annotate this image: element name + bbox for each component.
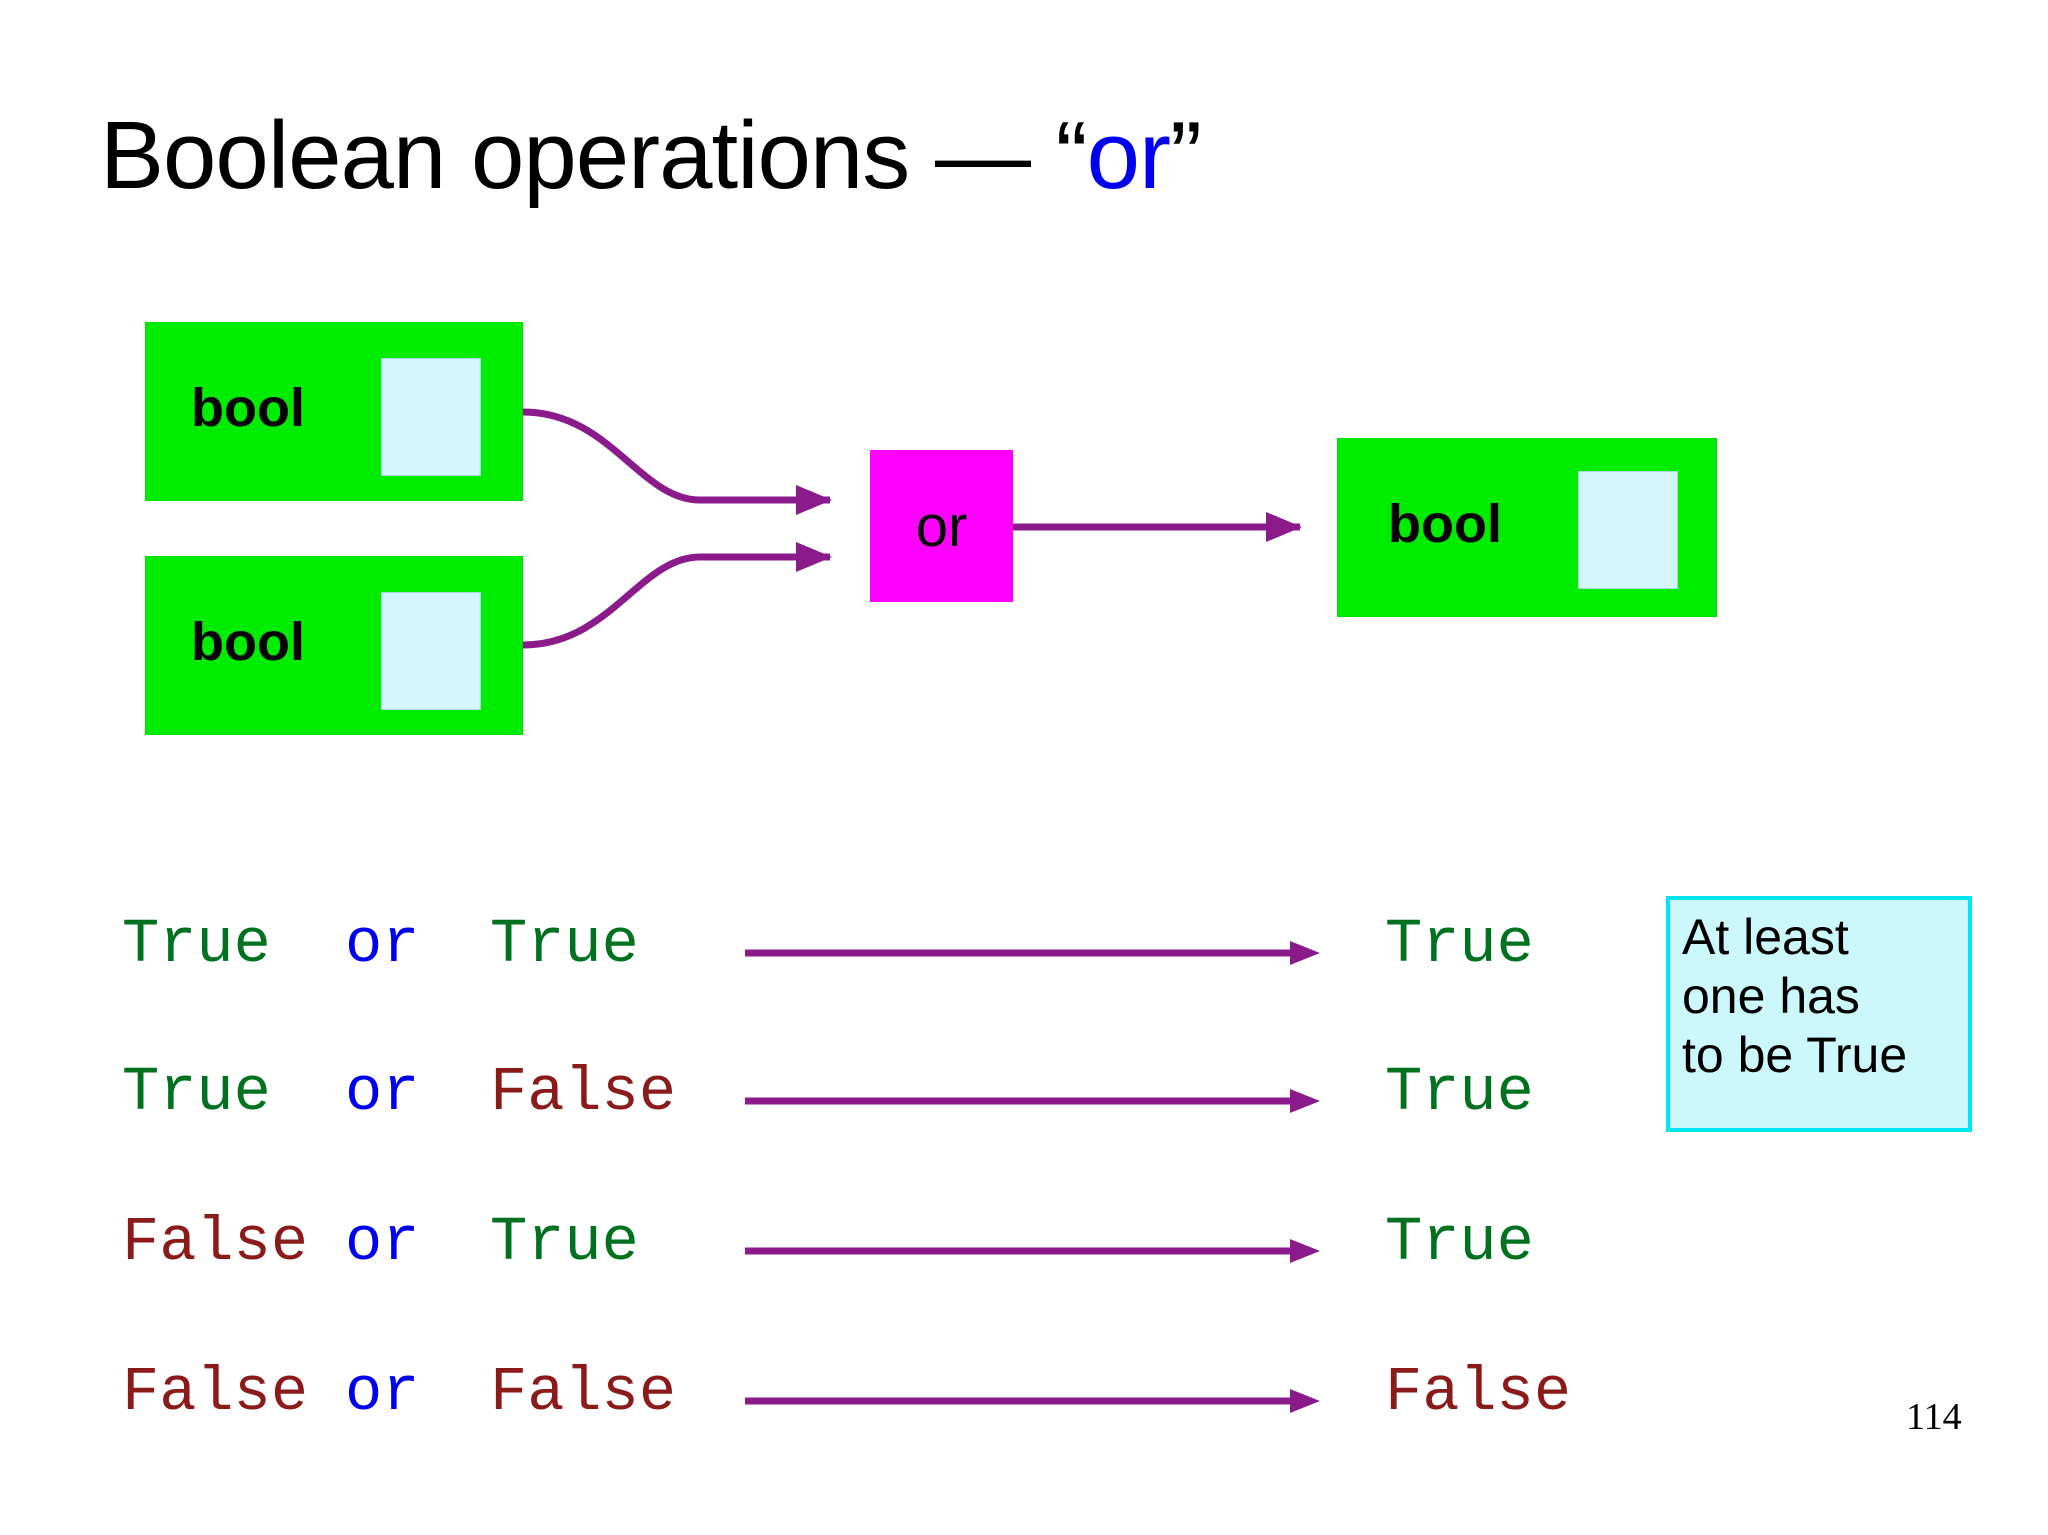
input-bool-value-slot-a[interactable] xyxy=(381,358,481,476)
connector-input-b xyxy=(522,542,832,649)
page-number: 114 xyxy=(1906,1396,1962,1438)
row-lhs: True xyxy=(122,1057,309,1128)
page-title-suffix: ” xyxy=(1169,102,1202,209)
table-row: False or False False xyxy=(0,1353,2048,1433)
row-result: False xyxy=(1385,1357,1572,1428)
callout-line-1: At least xyxy=(1682,909,1849,965)
page-title-prefix: Boolean operations — “ xyxy=(100,102,1088,209)
row-arrow-icon xyxy=(745,1389,1320,1413)
input-bool-box-a[interactable]: bool xyxy=(145,322,523,501)
row-rhs: True xyxy=(490,1207,677,1278)
row-rhs: False xyxy=(490,1057,677,1128)
row-lhs: False xyxy=(122,1207,309,1278)
connector-input-a xyxy=(522,408,832,515)
callout-line-2: one has xyxy=(1682,968,1860,1024)
input-bool-label-b: bool xyxy=(191,612,305,672)
row-result: True xyxy=(1385,1207,1534,1278)
callout-text: At least one has to be True xyxy=(1682,908,1958,1085)
operator-box-or[interactable]: or xyxy=(870,450,1013,602)
row-arrow-icon xyxy=(745,1239,1320,1263)
row-lhs: False xyxy=(122,1357,309,1428)
table-row: False or True True xyxy=(0,1203,2048,1283)
row-operator: or xyxy=(345,1357,420,1428)
input-bool-value-slot-b[interactable] xyxy=(381,592,481,710)
callout-line-3: to be True xyxy=(1682,1027,1908,1083)
diagram-connectors xyxy=(522,408,1302,649)
page-title: Boolean operations — “or” xyxy=(100,108,1202,204)
row-operator: or xyxy=(345,1057,420,1128)
operator-box-label: or xyxy=(915,493,968,559)
table-row: True or True True xyxy=(0,905,2048,985)
row-arrow-icon xyxy=(745,941,1320,965)
operation-diagram: bool bool or bool xyxy=(145,322,1717,735)
row-rhs: True xyxy=(490,909,677,980)
callout-box: At least one has to be True xyxy=(1666,896,1972,1132)
output-bool-value-slot[interactable] xyxy=(1578,471,1678,589)
row-operator: or xyxy=(345,909,420,980)
row-arrow-icon xyxy=(745,1089,1320,1113)
table-row: True or False True xyxy=(0,1053,2048,1133)
row-result: True xyxy=(1385,1057,1534,1128)
output-bool-box[interactable]: bool xyxy=(1337,438,1717,617)
row-lhs: True xyxy=(122,909,309,980)
row-result: True xyxy=(1385,909,1534,980)
page-title-operator: or xyxy=(1086,102,1171,209)
input-bool-label-a: bool xyxy=(191,378,305,438)
row-operator: or xyxy=(345,1207,420,1278)
input-bool-box-b[interactable]: bool xyxy=(145,556,523,735)
row-rhs: False xyxy=(490,1357,677,1428)
output-bool-label: bool xyxy=(1388,494,1502,554)
